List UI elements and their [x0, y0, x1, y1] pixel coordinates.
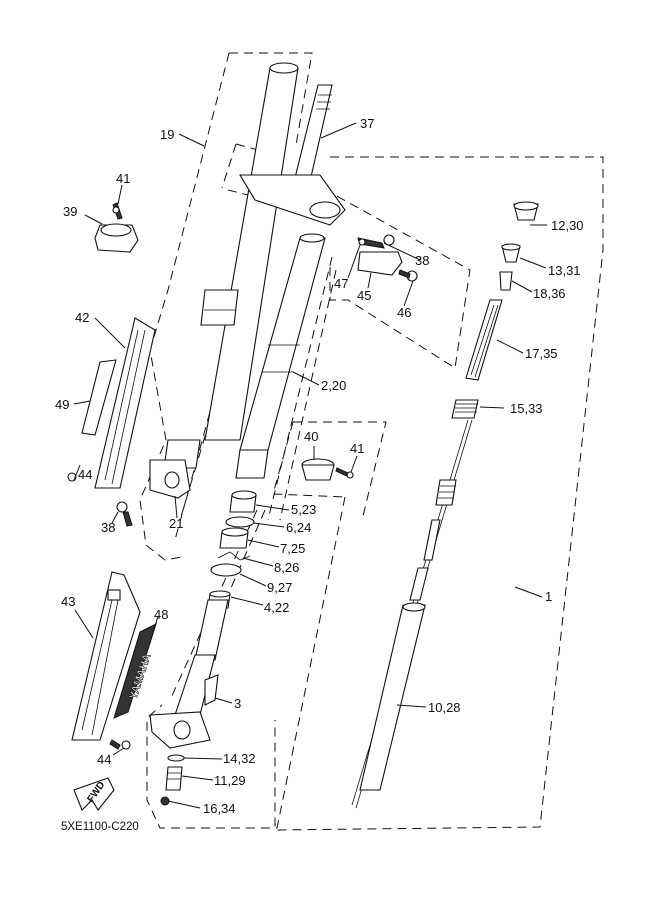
base-valve-group	[160, 754, 185, 806]
callout-18-36: 18,36	[533, 286, 566, 301]
callout-48: 48	[154, 607, 168, 622]
callout-15-33: 15,33	[510, 401, 543, 416]
group-3-boundary	[146, 496, 346, 829]
group-guide-boundary	[329, 194, 471, 369]
holder-39	[94, 202, 139, 253]
callout-7-25: 7,25	[280, 541, 305, 556]
callout-1: 1	[545, 589, 552, 604]
callout-16-34: 16,34	[203, 801, 236, 816]
callout-17-35: 17,35	[525, 346, 558, 361]
callout-4-22: 4,22	[264, 600, 289, 615]
callout-47: 47	[334, 276, 348, 291]
callout-41: 41	[116, 171, 130, 186]
fwd-arrow-icon: FWD	[73, 777, 115, 811]
parts-art: YAMAHA FWD	[67, 62, 539, 811]
callout-38-lower: 38	[101, 520, 115, 535]
callout-labels: 19 37 41 39 12,30 13,31 38 47 45 46 18,3…	[55, 116, 584, 833]
callout-44: 44	[78, 467, 92, 482]
outer-tube-3	[149, 599, 229, 749]
callout-10-28: 10,28	[428, 700, 461, 715]
bolt-38-lower	[116, 501, 133, 527]
group-19-boundary	[139, 52, 313, 561]
callout-9-27: 9,27	[267, 580, 292, 595]
callout-46: 46	[397, 305, 411, 320]
group-40-boundary	[272, 421, 387, 521]
diagram-code: 5XE1100-C220	[61, 821, 139, 833]
callout-21: 21	[169, 516, 183, 531]
callout-38: 38	[415, 253, 429, 268]
callout-13-31: 13,31	[548, 263, 581, 278]
callout-12-30: 12,30	[551, 218, 584, 233]
callout-3: 3	[234, 696, 241, 711]
group-1-boundary	[274, 156, 604, 831]
protector-42	[67, 317, 156, 489]
callout-42: 42	[75, 310, 89, 325]
callout-19: 19	[160, 127, 174, 142]
callout-14-32: 14,32	[223, 751, 256, 766]
protector-43	[71, 571, 141, 750]
group-inner-right-boundary	[267, 256, 337, 521]
callout-5-23: 5,23	[291, 502, 316, 517]
callout-44-lower: 44	[97, 752, 111, 767]
callout-8-26: 8,26	[274, 560, 299, 575]
callout-40: 40	[304, 429, 318, 444]
leader-lines	[73, 122, 547, 809]
callout-2-20: 2,20	[321, 378, 346, 393]
outer-tube-19	[149, 62, 299, 499]
holder-40	[301, 458, 354, 481]
inner-tube-2	[235, 233, 326, 479]
callout-37: 37	[360, 116, 374, 131]
callout-39: 39	[63, 204, 77, 219]
callout-49: 49	[55, 397, 69, 412]
seal-stack	[207, 490, 257, 609]
fork-internals-1	[351, 201, 539, 809]
callout-11-29: 11,29	[214, 773, 246, 788]
callout-45: 45	[357, 288, 371, 303]
callout-41-lower: 41	[350, 441, 364, 456]
callout-6-24: 6,24	[286, 520, 311, 535]
group-bracket-boundary	[221, 143, 261, 199]
callout-43: 43	[61, 594, 75, 609]
guide-group	[357, 234, 418, 282]
group-boundaries	[139, 52, 604, 831]
steering-stem-37	[239, 84, 346, 226]
